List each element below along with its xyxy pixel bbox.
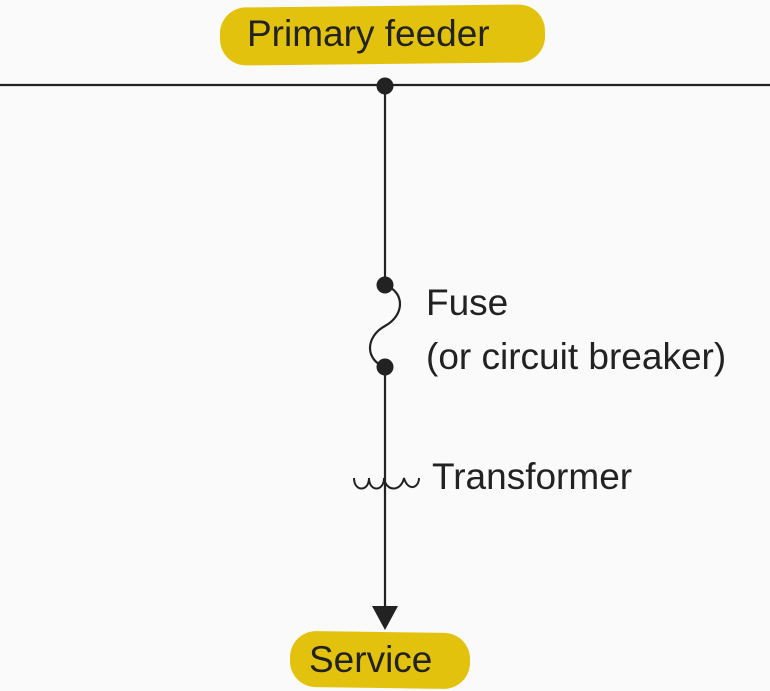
service-label: Service	[309, 639, 433, 680]
fuse-label: Fuse	[426, 282, 509, 323]
fuse-alt-label: (or circuit breaker)	[426, 336, 727, 377]
transformer-label: Transformer	[432, 456, 633, 497]
transformer-coil-symbol	[353, 477, 420, 490]
fuse-symbol	[369, 283, 401, 369]
service-arrow-head	[372, 606, 398, 630]
primary-feeder-label: Primary feeder	[247, 13, 490, 54]
